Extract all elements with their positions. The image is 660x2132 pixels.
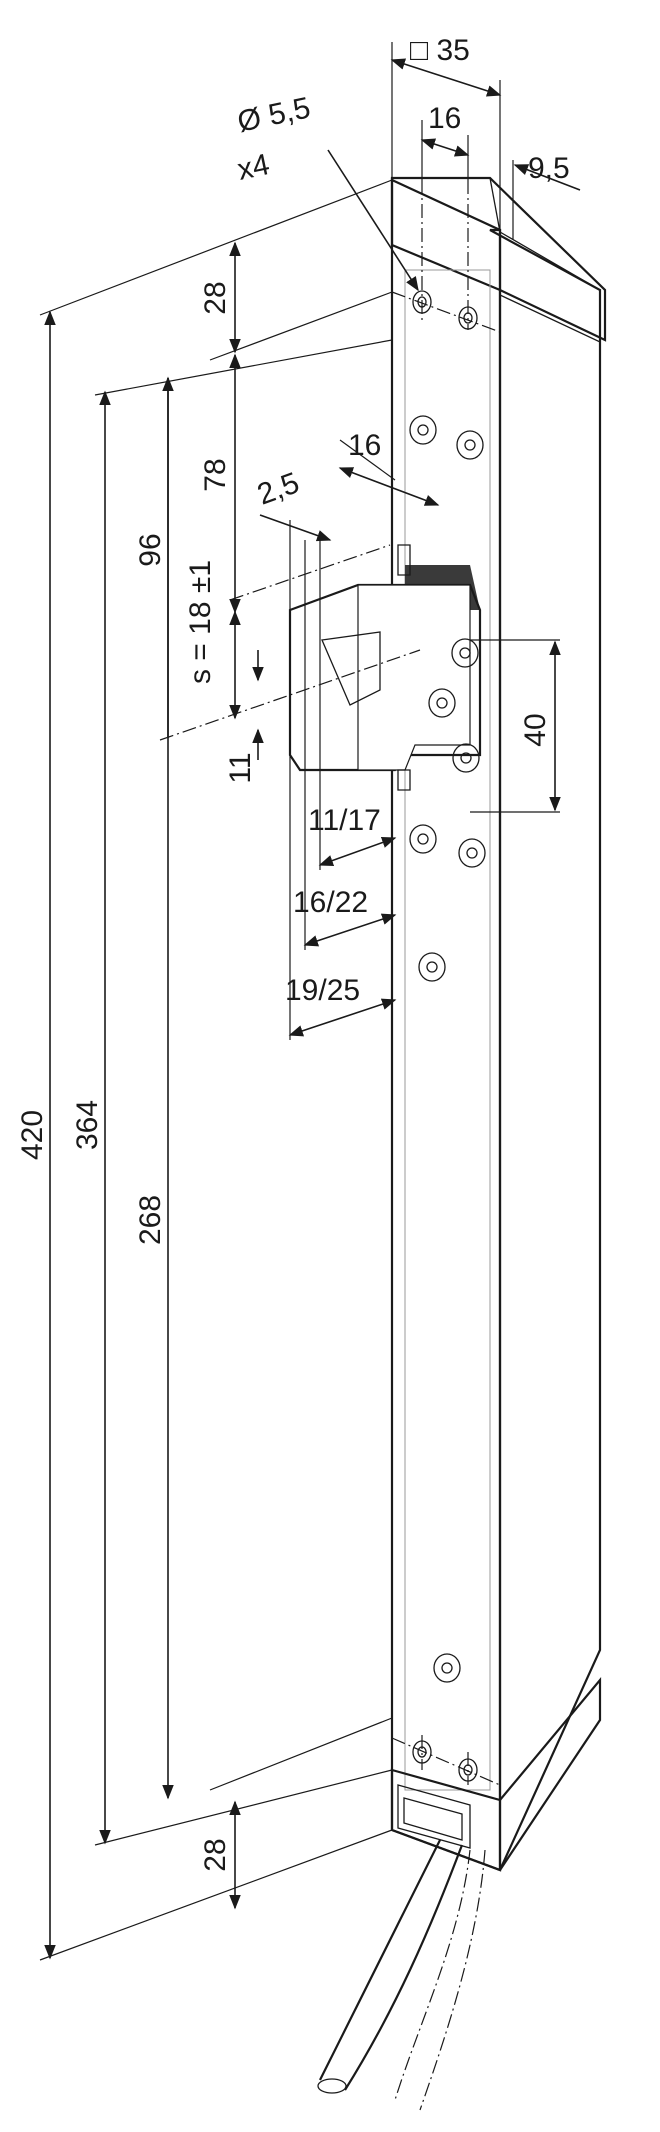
cable-alt-1 [394, 1849, 471, 2101]
bottom-opening [397, 1784, 471, 1849]
dimension-labels: □ 35 16 9,5 Ø 5,5 x4 420 364 268 96 28 7… [16, 34, 570, 1872]
label-hole-count: x4 [235, 148, 273, 187]
screw-5 [452, 743, 480, 773]
latch-assembly [288, 544, 482, 791]
label-16-22: 16/22 [293, 886, 368, 919]
label-28-top: 28 [199, 281, 232, 314]
label-364: 364 [71, 1100, 104, 1150]
label-28-bottom: 28 [199, 1838, 232, 1871]
lock-body [390, 176, 607, 1872]
screw-7 [458, 838, 486, 868]
label-s: s = 18 ±1 [184, 560, 217, 684]
label-420: 420 [16, 1110, 49, 1160]
label-16-latch: 16 [348, 429, 381, 462]
label-16-top: 16 [428, 102, 461, 135]
cable-outline-left [319, 1839, 441, 2081]
faceplate-strip [404, 269, 491, 1791]
top-band [499, 230, 601, 344]
dim-line-11-17 [318, 836, 397, 867]
center-lines [159, 180, 501, 1786]
cable-end [317, 2078, 347, 2094]
dim-line-19-25 [288, 998, 397, 1037]
screw-2 [456, 430, 484, 460]
dimension-lines [44, 58, 581, 1960]
bottom-opening-inner [403, 1797, 463, 1841]
screw-1 [409, 415, 437, 445]
cable-outline-right [344, 1844, 464, 2091]
fasteners [409, 290, 486, 1782]
label-19-25: 19/25 [285, 974, 360, 1007]
label-78: 78 [199, 458, 232, 491]
screw-3 [451, 638, 479, 668]
screw-4 [428, 688, 456, 718]
dia-leader [327, 149, 419, 292]
dim-line-16-22 [303, 913, 397, 947]
label-96: 96 [134, 533, 167, 566]
top-cap [390, 176, 607, 342]
dim-line-16-latch [338, 467, 440, 506]
extension-lines [39, 42, 560, 1961]
faceplate [390, 178, 502, 1872]
label-hole-dia: Ø 5,5 [235, 91, 314, 139]
label-2-5: 2,5 [253, 466, 303, 511]
label-11: 11 [224, 752, 257, 783]
dim-line-9-5 [513, 164, 581, 191]
side-face [489, 228, 602, 1871]
dim-line-35 [390, 58, 502, 97]
top-cap-edge [489, 177, 501, 233]
cable-alt-2 [419, 1849, 486, 2111]
latch-hook [321, 631, 381, 706]
label-35: □ 35 [410, 34, 470, 67]
screw-9 [433, 1653, 461, 1683]
label-9-5: 9,5 [528, 152, 570, 185]
dim-line-16-top [420, 138, 470, 157]
screw-8 [418, 952, 446, 982]
label-11-17: 11/17 [308, 804, 381, 837]
dim-line-2-5 [259, 514, 332, 542]
bottom-cap [390, 1676, 602, 1872]
label-40: 40 [519, 713, 552, 746]
latch-notch [397, 544, 411, 791]
latch-front [357, 584, 471, 771]
cable [317, 1839, 486, 2111]
label-268: 268 [134, 1195, 167, 1245]
screw-6 [409, 824, 437, 854]
